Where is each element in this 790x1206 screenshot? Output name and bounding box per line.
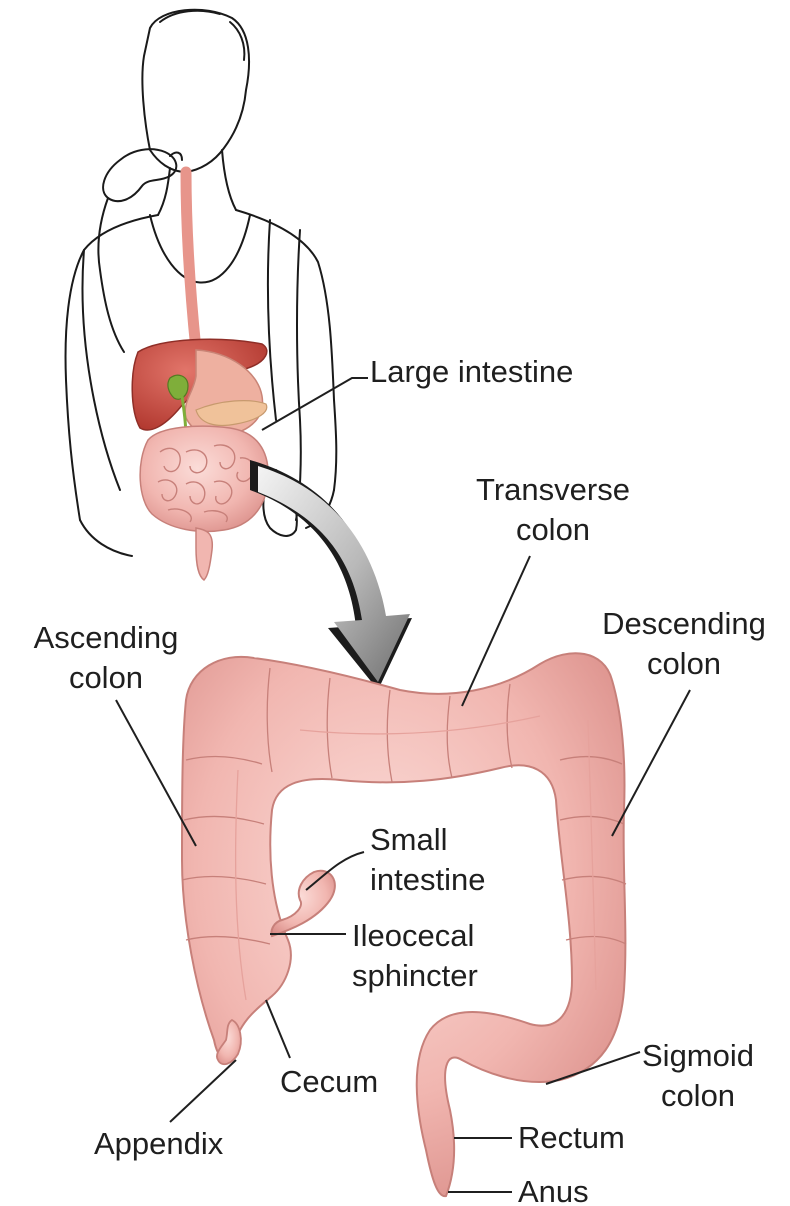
label-small-intestine-line2: intestine <box>370 862 485 897</box>
label-ascending-colon-line1: Ascending <box>34 620 179 655</box>
label-anus: Anus <box>518 1174 589 1206</box>
zoom-arrow <box>250 460 412 690</box>
esophagus <box>186 172 196 350</box>
label-transverse-colon-line2: colon <box>516 512 590 547</box>
label-cecum: Cecum <box>280 1064 378 1099</box>
label-small-intestine-line1: Small <box>370 822 448 857</box>
label-transverse-colon-line1: Transverse <box>476 472 630 507</box>
label-large-intestine: Large intestine <box>370 354 573 389</box>
leader-cecum <box>266 1000 290 1058</box>
label-sigmoid-colon-line1: Sigmoid <box>642 1038 754 1073</box>
label-descending-colon-line1: Descending <box>602 606 766 641</box>
label-rectum: Rectum <box>518 1120 625 1155</box>
label-appendix: Appendix <box>94 1126 224 1161</box>
label-ileocecal-sphincter-line2: sphincter <box>352 958 478 993</box>
leader-large-intestine <box>262 378 368 430</box>
label-ileocecal-sphincter-line1: Ileocecal <box>352 918 474 953</box>
small-intestine-segment <box>271 871 334 936</box>
label-descending-colon-line2: colon <box>647 646 721 681</box>
figure-rectum <box>196 528 212 580</box>
label-ascending-colon-line2: colon <box>69 660 143 695</box>
internal-organs <box>132 172 268 580</box>
leader-appendix <box>170 1060 236 1122</box>
label-sigmoid-colon-line2: colon <box>661 1078 735 1113</box>
